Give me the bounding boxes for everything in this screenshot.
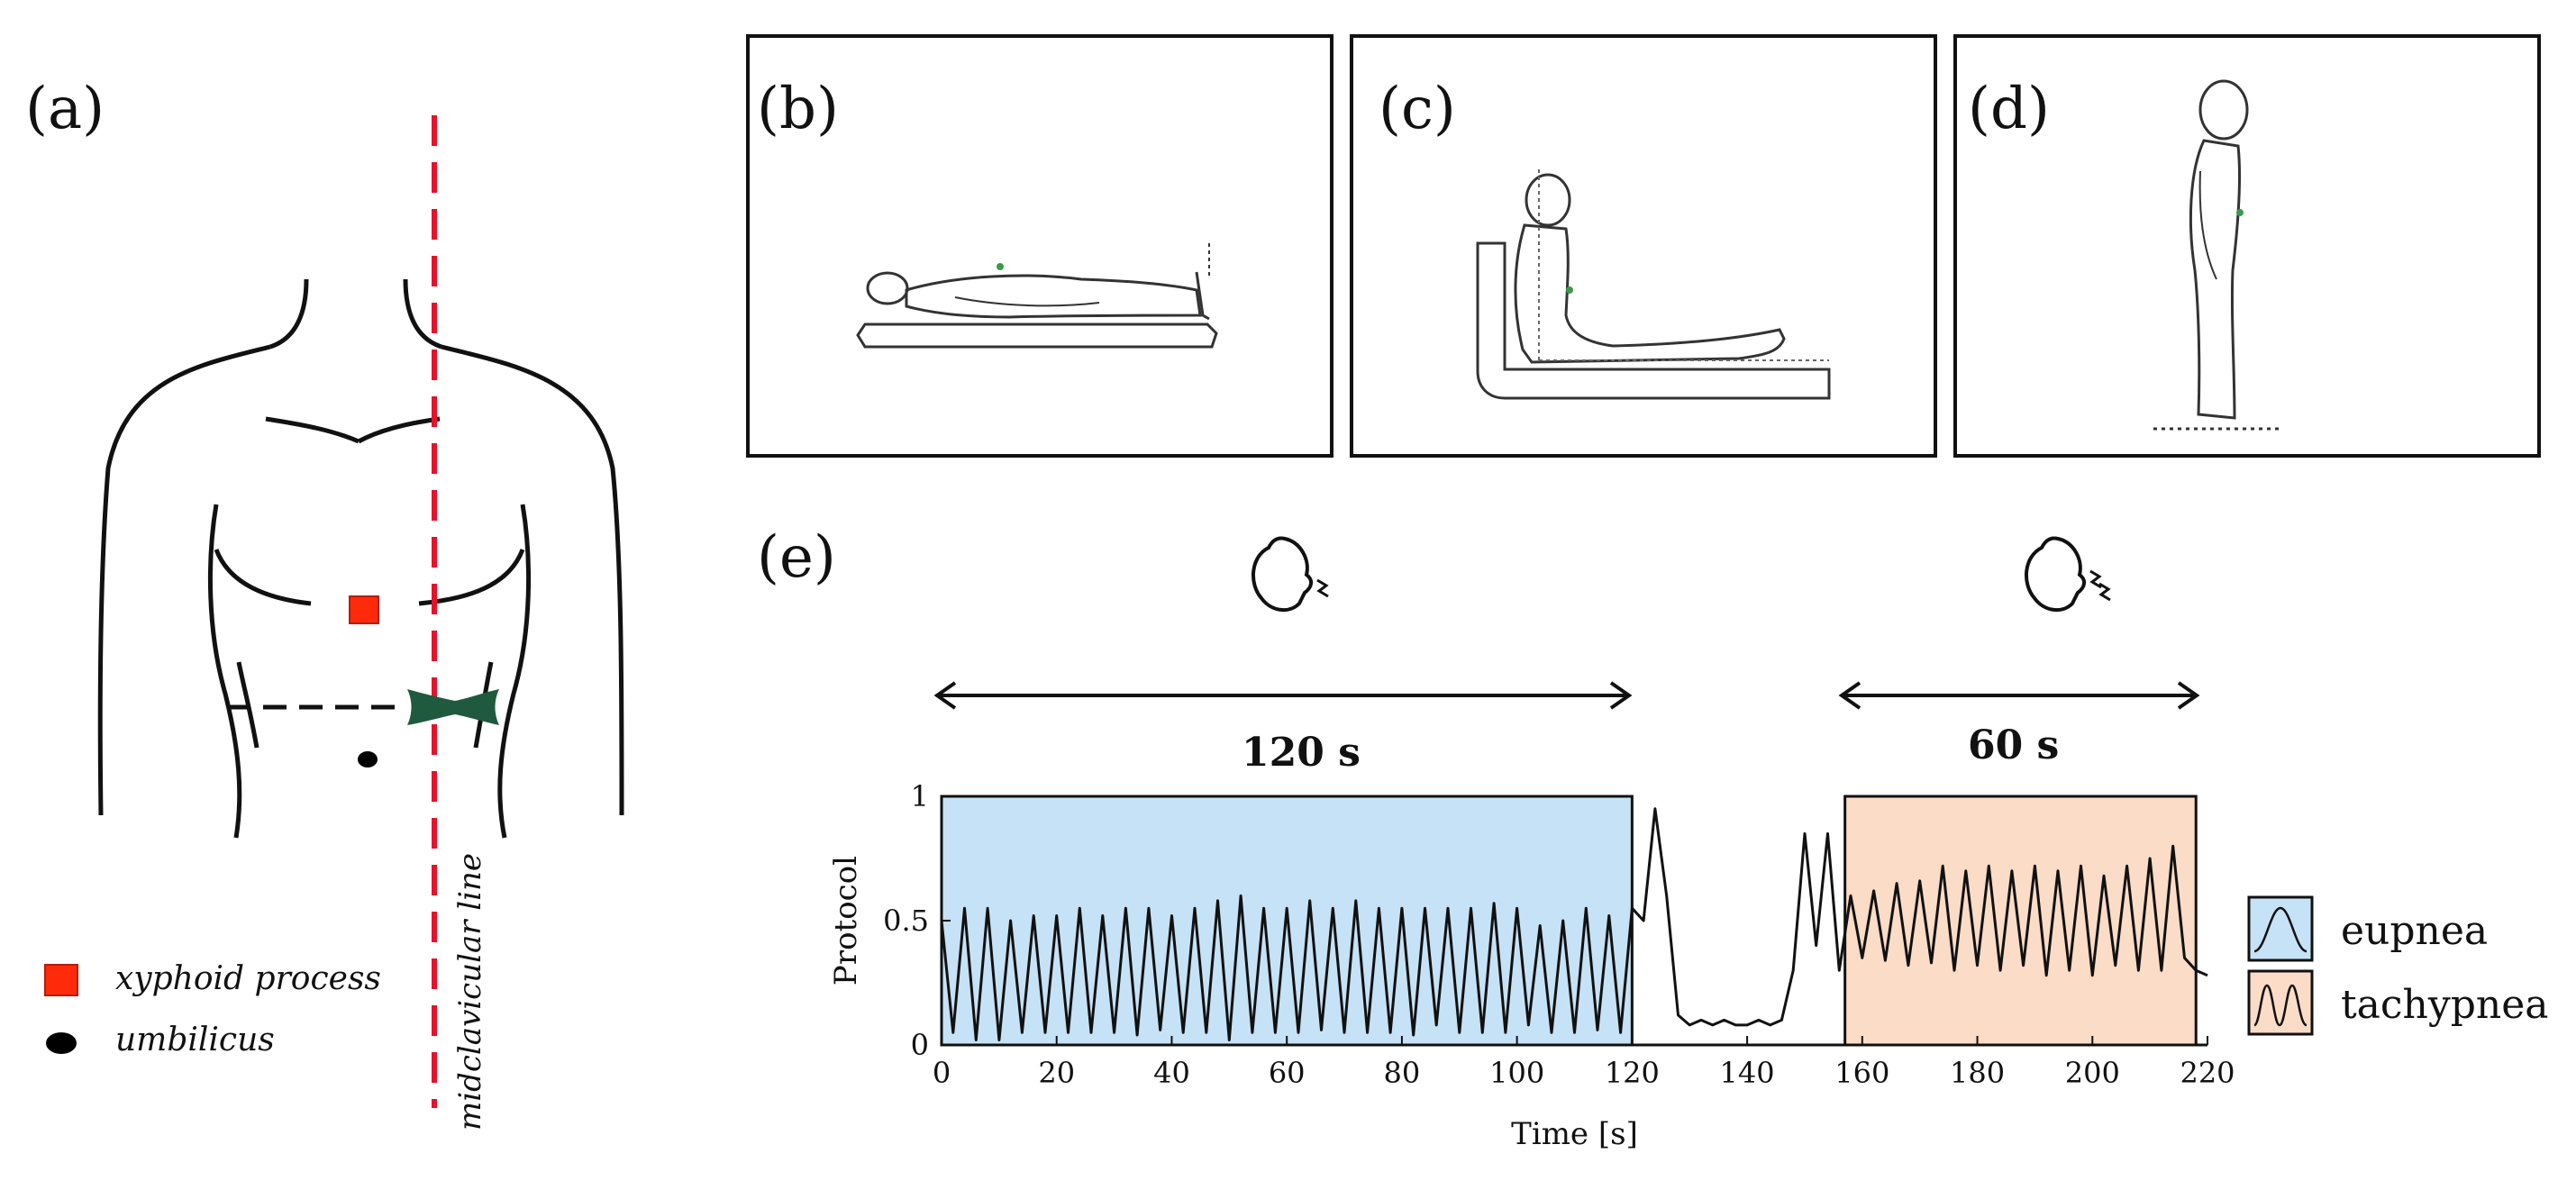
ribcage-left [214,549,312,606]
sitting-figure-icon [1476,169,1831,400]
x-tick-label: 200 [2065,1056,2120,1090]
clavicle-right [357,416,441,444]
tachypnea-region [1843,795,2198,1047]
eupnea-duration-label: 120 s [1242,730,1361,776]
torso-left-outline [207,504,242,839]
clavicle-left [265,416,360,444]
x-tick-label: 20 [1038,1056,1075,1090]
tachypnea-duration-arrow [1838,681,2200,710]
eupnea-duration-arrow [933,681,1633,710]
panel-c-frame [1350,34,1937,458]
panel-label-b: (b) [757,76,839,142]
normal-breathing-icon [1251,536,1329,613]
state-legend [2247,895,2314,1036]
standing-figure-icon [2153,79,2280,431]
neck-right-outline [403,278,442,350]
x-axis-label: Time [s] [1511,1116,1638,1152]
x-tick-label: 140 [1720,1056,1775,1090]
y-tick-label: 1 [911,779,929,813]
sensor-icon [407,689,499,725]
legend-xyphoid-icon [44,964,78,996]
legend-umbilicus-label: umbilicus [115,1022,275,1058]
y-tick-label: 0 [911,1028,929,1062]
tachypnea-duration-label: 60 s [1968,722,2060,768]
x-tick-label: 160 [1834,1056,1889,1090]
panel-label-e: (e) [757,524,836,591]
x-tick-label: 40 [1153,1056,1190,1090]
x-tick-label: 0 [933,1056,951,1090]
x-tick-label: 180 [1950,1056,2005,1090]
panel-b-frame [746,34,1334,458]
legend-xyphoid-label: xyphoid process [115,960,381,997]
legend-eupnea-label: eupnea [2341,908,2489,954]
x-tick-label: 80 [1384,1056,1421,1090]
legend-tachypnea-label: tachypnea [2341,982,2549,1028]
umbilicus-marker [358,751,378,768]
protocol-signal-line [940,807,2208,1041]
supine-figure-icon [856,243,1218,349]
x-tick-label: 60 [1269,1056,1306,1090]
left-shoulder-outline [97,344,271,816]
neck-left-outline [269,278,309,350]
y-axis-label: Protocol [828,856,864,986]
legend-umbilicus-icon [46,1032,77,1054]
xyphoid-process-marker [349,595,379,624]
x-tick-label: 100 [1489,1056,1544,1090]
torso-right-outline [497,504,532,839]
x-tick-label: 120 [1605,1056,1660,1090]
legend-eupnea-swatch [2247,895,2314,962]
panel-label-d: (d) [1968,76,2050,142]
fast-breathing-icon [2024,536,2111,613]
panel-label-a: (a) [25,76,105,142]
abdomen-left [236,661,259,749]
panel-label-c: (c) [1379,76,1456,142]
legend-tachypnea-swatch [2247,969,2314,1036]
y-tick-label: 0.5 [883,904,929,938]
right-shoulder-outline [441,344,624,816]
torso-diagram [44,115,624,1108]
x-tick-label: 220 [2180,1056,2235,1090]
